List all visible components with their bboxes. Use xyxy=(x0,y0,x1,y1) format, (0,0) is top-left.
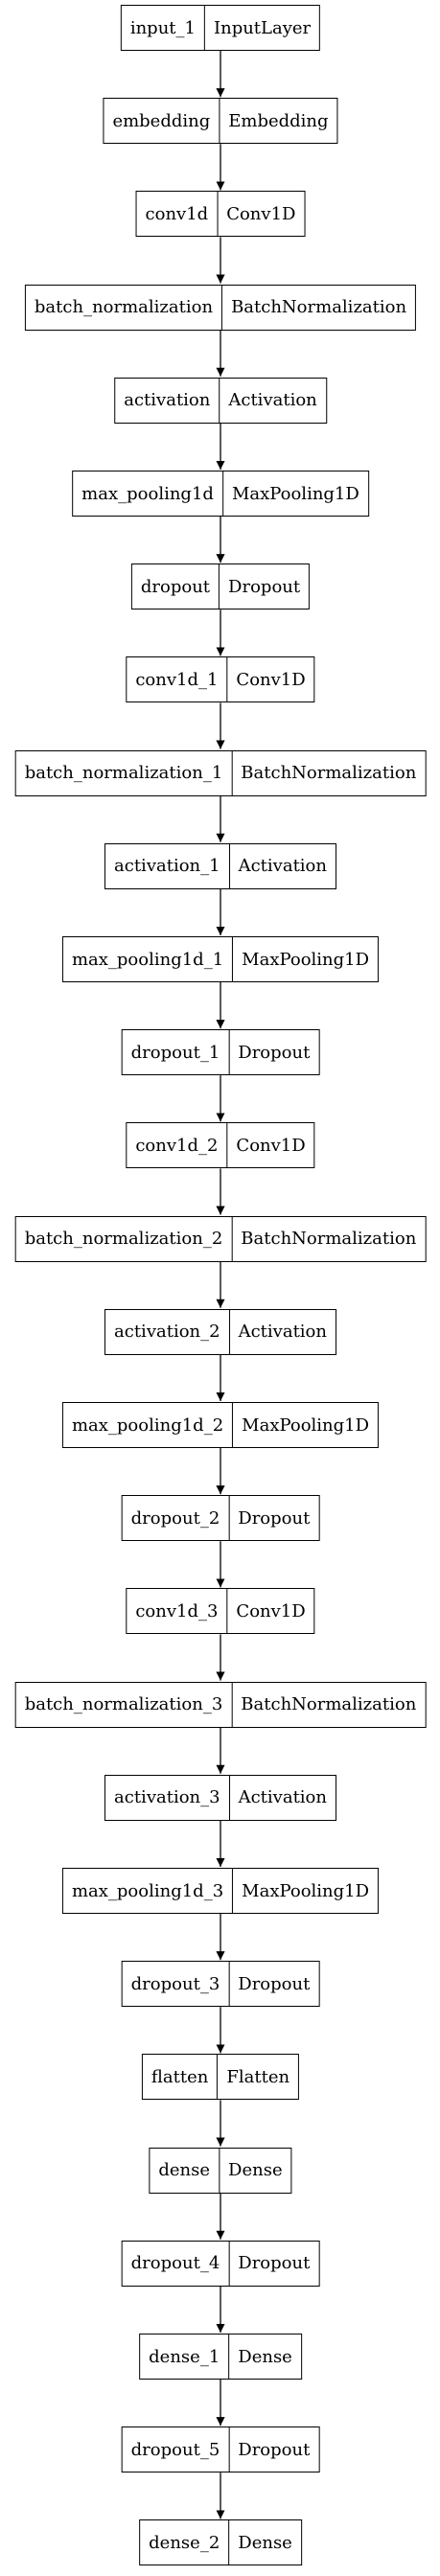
layer-name: max_pooling1d_1 xyxy=(63,937,234,981)
layer-type: Conv1D xyxy=(236,1135,306,1156)
layer-type: MaxPooling1D xyxy=(242,1414,370,1436)
layer-node: conv1d_3 Conv1D xyxy=(126,1588,315,1635)
layer-type: Conv1D xyxy=(236,669,306,690)
layer-name: embedding xyxy=(104,99,220,144)
layer-type: Flatten xyxy=(226,2066,290,2087)
layer-name: dropout xyxy=(132,564,220,610)
layer-node: max_pooling1d_1 MaxPooling1D xyxy=(61,936,380,982)
layer-type: Dense xyxy=(238,2346,292,2367)
layer-name: dense_1 xyxy=(140,2334,230,2379)
layer-type: Dropout xyxy=(238,1507,311,1529)
layer-node: dropout_1 Dropout xyxy=(121,1029,320,1076)
layer-name: max_pooling1d_2 xyxy=(63,1403,234,1447)
layer-type: Dense xyxy=(238,2532,292,2553)
layer-node: batch_normalization_1 BatchNormalization xyxy=(14,749,427,796)
layer-type: Activation xyxy=(238,856,327,877)
layer-name: max_pooling1d_3 xyxy=(63,1869,234,1913)
layer-node: batch_normalization BatchNormalization xyxy=(24,284,417,331)
layer-name: dropout_4 xyxy=(123,2241,230,2286)
layer-name: dropout_2 xyxy=(123,1496,230,1541)
layer-type: BatchNormalization xyxy=(241,1694,417,1715)
layer-name: conv1d_2 xyxy=(127,1123,228,1168)
layer-node: dense_1 Dense xyxy=(139,2334,302,2380)
layer-node: dense_2 Dense xyxy=(139,2519,302,2566)
layer-type: BatchNormalization xyxy=(231,297,407,318)
layer-node: conv1d Conv1D xyxy=(135,191,306,238)
layer-node: batch_normalization_3 BatchNormalization xyxy=(14,1681,427,1728)
layer-name: dropout_1 xyxy=(123,1030,230,1075)
layer-type: Dropout xyxy=(228,576,301,597)
layer-node: activation_2 Activation xyxy=(104,1308,336,1355)
layer-type: Dropout xyxy=(238,1042,311,1063)
layer-node: dropout_4 Dropout xyxy=(121,2240,320,2287)
layer-type: InputLayer xyxy=(213,17,312,38)
layer-type: Activation xyxy=(238,1322,327,1343)
layer-type: Conv1D xyxy=(226,203,296,224)
layer-node: embedding Embedding xyxy=(103,98,338,145)
layer-name: activation_1 xyxy=(105,843,230,888)
layer-name: activation xyxy=(115,378,220,423)
layer-name: input_1 xyxy=(122,6,205,50)
layer-node: dropout_5 Dropout xyxy=(121,2426,320,2473)
layer-name: conv1d_1 xyxy=(127,657,228,702)
layer-node: activation_3 Activation xyxy=(104,1774,336,1821)
layer-type: MaxPooling1D xyxy=(242,1880,370,1901)
layer-node: activation Activation xyxy=(114,377,327,424)
layer-type: Conv1D xyxy=(236,1600,306,1622)
layer-type: Activation xyxy=(238,1787,327,1808)
layer-name: dropout_5 xyxy=(123,2427,230,2472)
layer-node: batch_normalization_2 BatchNormalization xyxy=(14,1215,427,1262)
layer-type: Dense xyxy=(228,2160,283,2181)
layer-node: conv1d_2 Conv1D xyxy=(126,1122,315,1169)
layer-name: dropout_3 xyxy=(123,1962,230,2007)
layer-node: dropout_3 Dropout xyxy=(121,1961,320,2008)
layer-node: max_pooling1d MaxPooling1D xyxy=(72,471,369,517)
layer-name: conv1d xyxy=(137,192,219,237)
layer-type: MaxPooling1D xyxy=(242,949,370,970)
layer-type: MaxPooling1D xyxy=(231,483,359,504)
layer-name: dense_2 xyxy=(140,2520,230,2565)
layer-name: flatten xyxy=(143,2055,219,2100)
layer-name: dense xyxy=(150,2148,220,2193)
layer-node: conv1d_1 Conv1D xyxy=(126,656,315,703)
layer-name: batch_normalization_1 xyxy=(16,750,233,795)
layer-node: activation_1 Activation xyxy=(104,842,336,889)
layer-name: conv1d_3 xyxy=(127,1589,228,1634)
layer-node: input_1 InputLayer xyxy=(120,5,321,51)
layer-name: batch_normalization_2 xyxy=(16,1216,233,1261)
layer-node: max_pooling1d_2 MaxPooling1D xyxy=(61,1402,380,1448)
layer-type: BatchNormalization xyxy=(241,763,417,784)
layer-type: Activation xyxy=(228,390,317,411)
layer-name: activation_3 xyxy=(105,1775,230,1820)
layer-type: BatchNormalization xyxy=(241,1229,417,1250)
layer-node: max_pooling1d_3 MaxPooling1D xyxy=(61,1868,380,1914)
layer-node: flatten Flatten xyxy=(141,2054,300,2101)
layer-name: max_pooling1d xyxy=(73,472,223,516)
layer-name: activation_2 xyxy=(105,1309,230,1354)
layer-type: Dropout xyxy=(238,2253,311,2274)
layer-node: dense Dense xyxy=(149,2147,292,2194)
layer-type: Dropout xyxy=(238,2439,311,2460)
layer-name: batch_normalization xyxy=(26,285,223,330)
layer-type: Embedding xyxy=(228,110,329,131)
layer-name: batch_normalization_3 xyxy=(16,1682,233,1727)
layer-node: dropout Dropout xyxy=(130,564,311,610)
layer-node: dropout_2 Dropout xyxy=(121,1495,320,1542)
layer-type: Dropout xyxy=(238,1973,311,1994)
